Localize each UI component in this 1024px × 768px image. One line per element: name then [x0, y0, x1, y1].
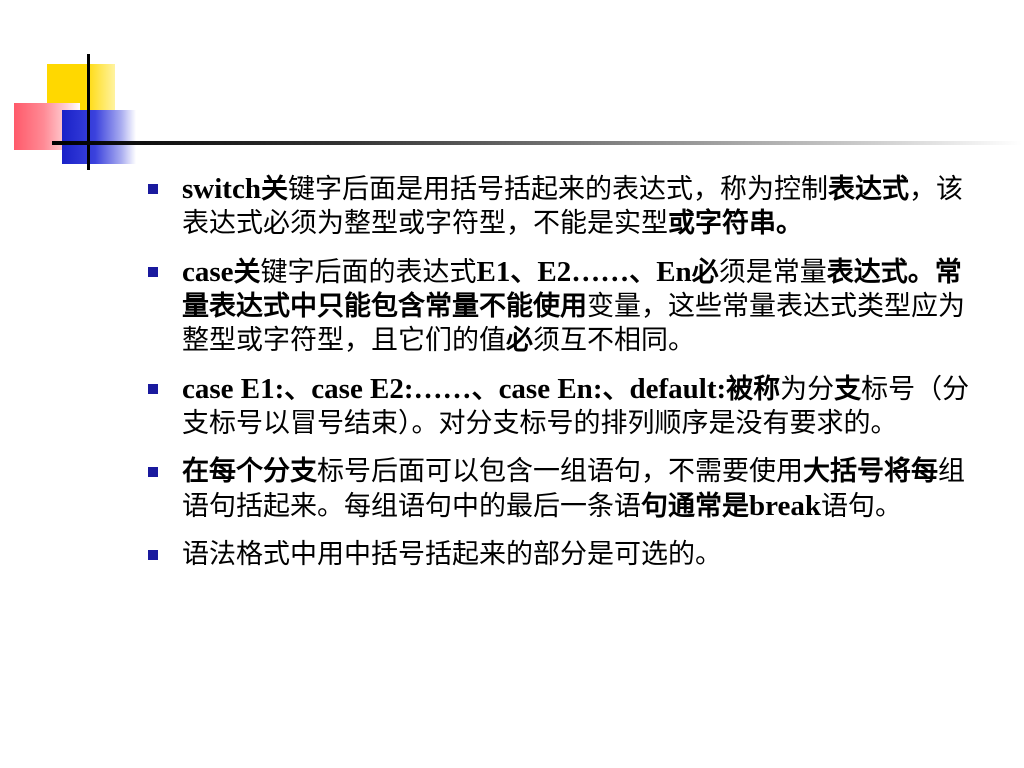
bullet-text-segment: 、: [284, 374, 312, 405]
bullet-text-segment: 须是常量: [718, 257, 827, 288]
bullet-text-segment: 关: [233, 257, 261, 288]
bullet-text-segment: 变量，这些常量表达式类型应为整型或字符型，且它们的值: [182, 291, 965, 356]
bullet-text-segment: 、: [602, 374, 630, 405]
bullet-square-icon: [148, 550, 158, 560]
bullet-text-segment: E2……: [537, 256, 630, 288]
bullet-text-segment: 为分: [780, 374, 835, 405]
bullet-text-segment: 、: [510, 257, 538, 288]
bullet-text-segment: 、: [629, 257, 657, 288]
bullet-square-icon: [148, 184, 158, 194]
bullet-text-segment: 支: [834, 374, 862, 405]
bullet-text-segment: 或字符串。: [668, 208, 803, 239]
bullet-text-segment: 必: [506, 325, 533, 356]
bullet-square-icon: [148, 267, 158, 277]
bullet-text-segment: E1: [476, 256, 511, 288]
slide-ornament: [0, 0, 1024, 180]
bullet-item: 语法格式中用中括号括起来的部分是可选的。: [148, 538, 988, 572]
bullet-text-segment: 表达式。常量表达式中只能包含常量不能使用: [182, 257, 962, 322]
bullet-text-segment: 语法格式中用中括号括起来的部分是可选的。: [182, 539, 722, 570]
bullet-text-segment: 在每个分支: [182, 456, 317, 487]
bullet-text-segment: switch: [182, 173, 261, 205]
bullet-text-segment: 组语句括起来。每组语句中的最后一条语: [182, 456, 965, 522]
bullet-text-segment: case: [182, 256, 234, 288]
ornament-blue-square: [62, 110, 136, 164]
bullet-item: case关键字后面的表达式E1、E2……、En必须是常量表达式。常量表达式中只能…: [148, 255, 988, 358]
bullet-text-segment: 语句。: [820, 491, 902, 522]
bullet-text-segment: 必: [691, 257, 719, 288]
bullet-text-segment: case E2:……: [311, 373, 472, 405]
bullet-text-segment: 、: [471, 374, 499, 405]
bullet-square-icon: [148, 467, 158, 477]
bullet-text-segment: 须互不相同。: [533, 325, 695, 356]
bullet-text-segment: 键字后面是用括号括起来的表达式，称为控制: [287, 174, 828, 205]
bullet-text-segment: case En:: [498, 373, 603, 405]
ornament-vertical-line: [87, 54, 90, 170]
bullet-text-segment: 键字后面的表达式: [260, 257, 477, 288]
bullet-text-segment: 表达式: [827, 174, 909, 205]
bullet-text-segment: 关: [260, 174, 288, 205]
title-divider-line: [52, 141, 1022, 145]
bullet-text-segment: 句通常是: [641, 491, 749, 522]
bullet-list: switch关键字后面是用括号括起来的表达式，称为控制表达式，该表达式必须为整型…: [148, 172, 988, 586]
bullet-text-segment: 大括号将每: [803, 456, 938, 487]
bullet-text-segment: 标号后面可以包含一组语句，不需要使用: [317, 456, 803, 487]
bullet-text-segment: 标号（分支标号以冒号结束）。对分支标号的排列顺序是没有要求的。: [182, 374, 970, 439]
bullet-text-segment: En: [656, 256, 692, 288]
bullet-text-segment: default:: [629, 373, 727, 405]
bullet-text-segment: 被称: [726, 374, 781, 405]
bullet-square-icon: [148, 384, 158, 394]
bullet-text-segment: case E1:: [182, 373, 285, 405]
bullet-item: 在每个分支标号后面可以包含一组语句，不需要使用大括号将每组语句括起来。每组语句中…: [148, 455, 988, 524]
bullet-item: case E1:、case E2:……、case En:、default:被称为…: [148, 372, 988, 441]
bullet-text-segment: ，该表达式必须为整型或字符型，不能是实型: [182, 174, 963, 239]
bullet-text-segment: break: [749, 490, 821, 522]
bullet-item: switch关键字后面是用括号括起来的表达式，称为控制表达式，该表达式必须为整型…: [148, 172, 988, 241]
